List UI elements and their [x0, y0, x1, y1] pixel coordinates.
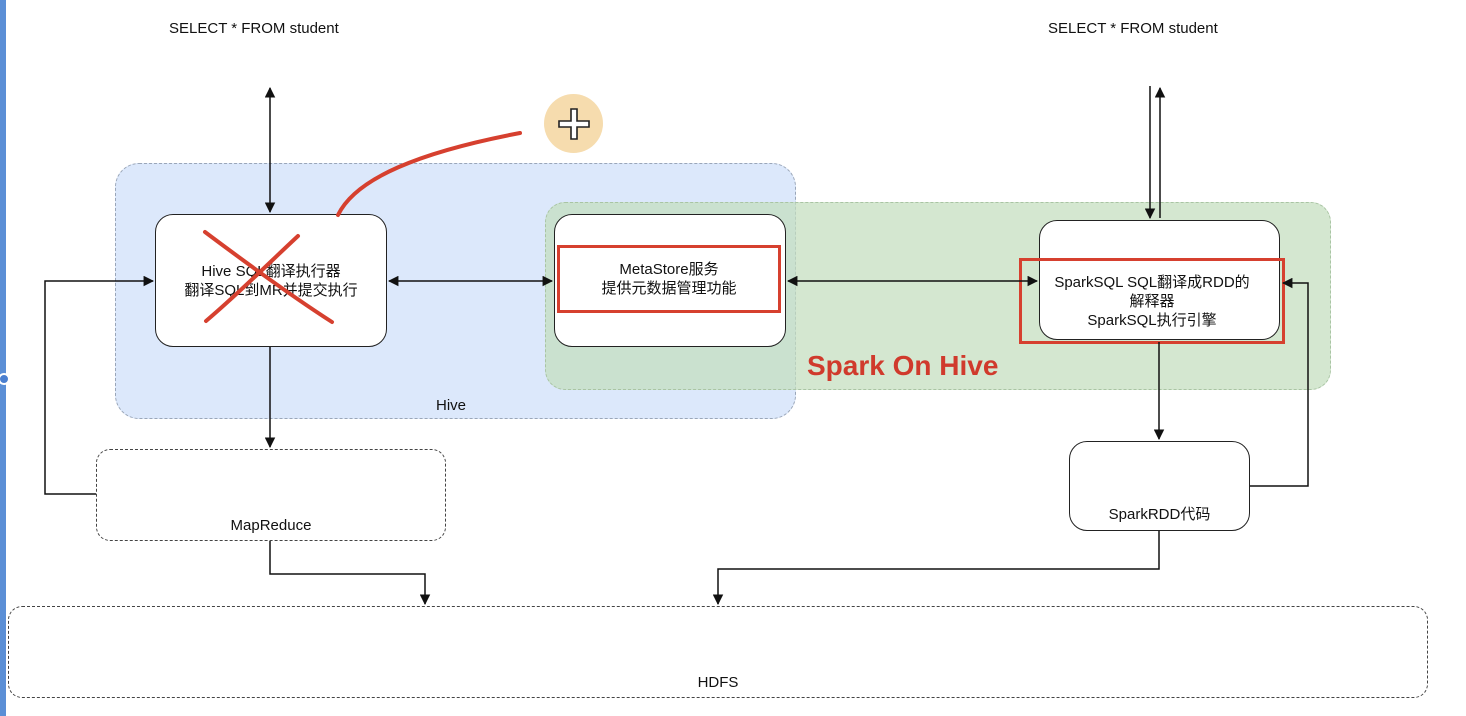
sparksql-line-3: SparkSQL执行引擎 [1087, 311, 1217, 329]
sparksql-engine-box[interactable] [1039, 220, 1280, 340]
plus-cursor-icon [557, 107, 590, 140]
red-cross-stroke-1 [203, 230, 334, 324]
red-cross-stroke-2 [204, 234, 300, 323]
metastore-service-box[interactable] [554, 214, 786, 347]
spark-on-hive-title: Spark On Hive [807, 350, 999, 381]
arrow-mapreduce-hdfs [269, 541, 431, 606]
metastore-line-1: MetaStore服务 [619, 261, 719, 278]
arrow-mapreduce-loop [44, 275, 155, 495]
hdfs-box[interactable]: HDFS [8, 606, 1428, 698]
sparksql-line-1: SparkSQL SQL翻译成RDD的 [1054, 273, 1250, 291]
sparkrdd-label: SparkRDD代码 [1108, 506, 1211, 523]
sparksql-highlight: SparkSQL SQL翻译成RDD的 解释器 SparkSQL执行引擎 [1019, 258, 1285, 344]
sparksql-line-2: 解释器 [1129, 292, 1175, 310]
cursor-highlight [544, 94, 603, 153]
hdfs-label: HDFS [697, 674, 739, 691]
mapreduce-label: MapReduce [230, 517, 312, 534]
arrow-sparkrdd-loop [1250, 277, 1309, 487]
sparkrdd-code-box[interactable]: SparkRDD代码 [1069, 441, 1250, 531]
metastore-highlight: MetaStore服务 提供元数据管理功能 [557, 245, 781, 313]
window-edge-bar [0, 0, 6, 716]
resize-handle[interactable] [0, 373, 10, 385]
red-annotation-curve [336, 131, 522, 217]
metastore-line-2: 提供元数据管理功能 [601, 280, 737, 297]
query-label-right: SELECT * FROM student [1048, 20, 1218, 37]
hive-sql-line-2: 翻译SQL到MR并提交执行 [184, 281, 358, 299]
mapreduce-box[interactable]: MapReduce [96, 449, 446, 541]
hive-region-label: Hive [436, 397, 467, 414]
hive-sql-line-1: Hive SQL翻译执行器 [201, 262, 341, 280]
arrow-sparkrdd-hdfs [712, 531, 1160, 606]
query-label-left: SELECT * FROM student [169, 20, 339, 37]
